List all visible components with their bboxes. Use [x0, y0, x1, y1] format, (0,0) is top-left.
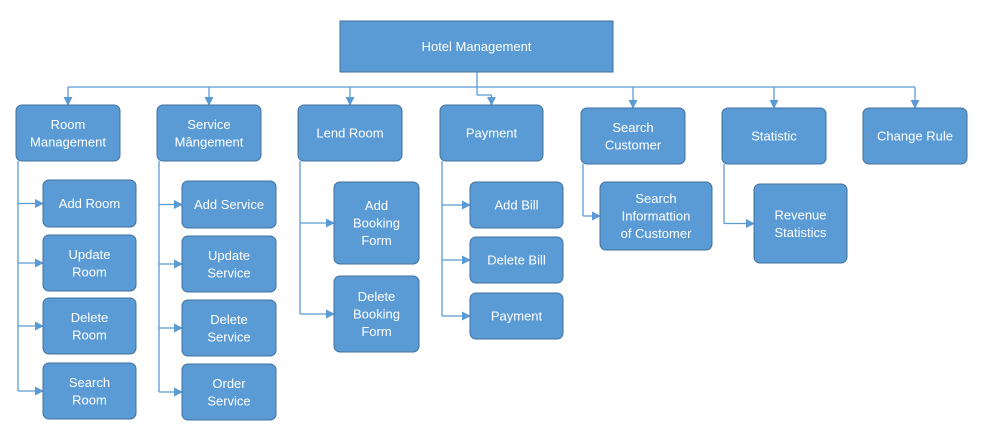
child-node-order-service-shape [181, 363, 277, 421]
child-node-update-room-label: Room [72, 264, 107, 279]
child-node-search-room-label: Search [69, 375, 110, 390]
child-node-delete-room-label: Delete [71, 310, 109, 325]
child-node-delete-service-shape [181, 299, 277, 357]
child-node-search-informattion-of-customer-label: Search [635, 191, 676, 206]
child-node-add-room: Add Room [42, 179, 137, 228]
child-node-add-service: Add Service [181, 180, 277, 229]
child-node-payment-label: Payment [491, 309, 543, 324]
child-node-revenue-statistics-label: Revenue [774, 207, 826, 222]
group-node-room-management-label: Management [30, 134, 106, 149]
group-node-statistic: Statistic [721, 107, 827, 165]
group-node-search-customer-shape [580, 107, 686, 165]
child-node-update-service-label: Service [207, 265, 250, 280]
child-node-add-booking-form-label: Add [365, 198, 388, 213]
root-node-hotel-management: Hotel Management [339, 20, 614, 73]
child-node-search-informattion-of-customer-label: Informattion [622, 209, 691, 224]
child-node-order-service-label: Order [212, 376, 246, 391]
child-node-add-booking-form-shape [333, 181, 420, 265]
group-node-search-customer-label: Customer [605, 137, 662, 152]
group-node-statistic-label: Statistic [751, 129, 797, 144]
group-node-search-customer-label: Search [612, 120, 653, 135]
child-node-add-bill-label: Add Bill [494, 198, 538, 213]
child-node-add-booking-form-label: Form [361, 233, 391, 248]
group-node-service-m-ngement-label: Mângement [175, 134, 244, 149]
group-node-change-rule-label: Change Rule [877, 129, 953, 144]
child-node-delete-room-label: Room [72, 327, 107, 342]
group-node-change-rule-shape [862, 107, 968, 165]
child-node-add-service-label: Add Service [194, 197, 264, 212]
root-node-hotel-management-shape [339, 20, 614, 73]
group-node-room-management-shape [15, 104, 121, 162]
child-node-add-bill: Add Bill [469, 181, 564, 229]
child-node-delete-bill-label: Delete Bill [487, 253, 546, 268]
child-node-revenue-statistics-label: Statistics [774, 225, 827, 240]
child-node-update-room-shape [42, 234, 137, 292]
child-node-add-room-label: Add Room [59, 196, 120, 211]
group-node-payment-shape [439, 104, 544, 162]
group-node-payment-label: Payment [466, 126, 518, 141]
group-node-statistic-shape [721, 107, 827, 165]
child-node-payment: Payment [469, 292, 564, 340]
group-node-service-m-ngement-label: Service [187, 117, 230, 132]
child-node-add-booking-form-label: Booking [353, 216, 400, 231]
child-node-delete-bill: Delete Bill [469, 236, 564, 284]
child-node-delete-room-shape [42, 297, 137, 355]
child-node-search-informattion-of-customer-label: of Customer [621, 226, 692, 241]
group-node-payment: Payment [439, 104, 544, 162]
child-node-delete-booking-form-label: Booking [353, 307, 400, 322]
child-node-payment-shape [469, 292, 564, 340]
group-node-lend-room: Lend Room [297, 104, 403, 162]
child-node-update-room-label: Update [69, 247, 111, 262]
child-node-delete-booking-form-label: Form [361, 324, 391, 339]
child-node-order-service-label: Service [207, 393, 250, 408]
child-node-update-service-label: Update [208, 248, 250, 263]
child-node-delete-service-label: Delete [210, 312, 248, 327]
child-node-add-room-shape [42, 179, 137, 228]
child-node-revenue-statistics-shape [753, 183, 848, 264]
child-node-delete-service-label: Service [207, 329, 250, 344]
child-node-search-informattion-of-customer-shape [599, 181, 713, 251]
child-node-delete-bill-shape [469, 236, 564, 284]
child-node-search-room-label: Room [72, 392, 107, 407]
child-node-delete-booking-form-shape [333, 275, 420, 353]
child-node-delete-booking-form-label: Delete [358, 289, 396, 304]
child-node-update-service-shape [181, 235, 277, 293]
child-node-add-service-shape [181, 180, 277, 229]
connectors [17, 72, 920, 397]
group-node-lend-room-label: Lend Room [316, 126, 383, 141]
group-node-room-management-label: Room [51, 117, 86, 132]
root-node-hotel-management-label: Hotel Management [422, 39, 532, 54]
child-node-add-bill-shape [469, 181, 564, 229]
group-node-change-rule: Change Rule [862, 107, 968, 165]
group-node-service-m-ngement-shape [156, 104, 262, 162]
group-node-lend-room-shape [297, 104, 403, 162]
child-node-search-room-shape [42, 362, 137, 420]
